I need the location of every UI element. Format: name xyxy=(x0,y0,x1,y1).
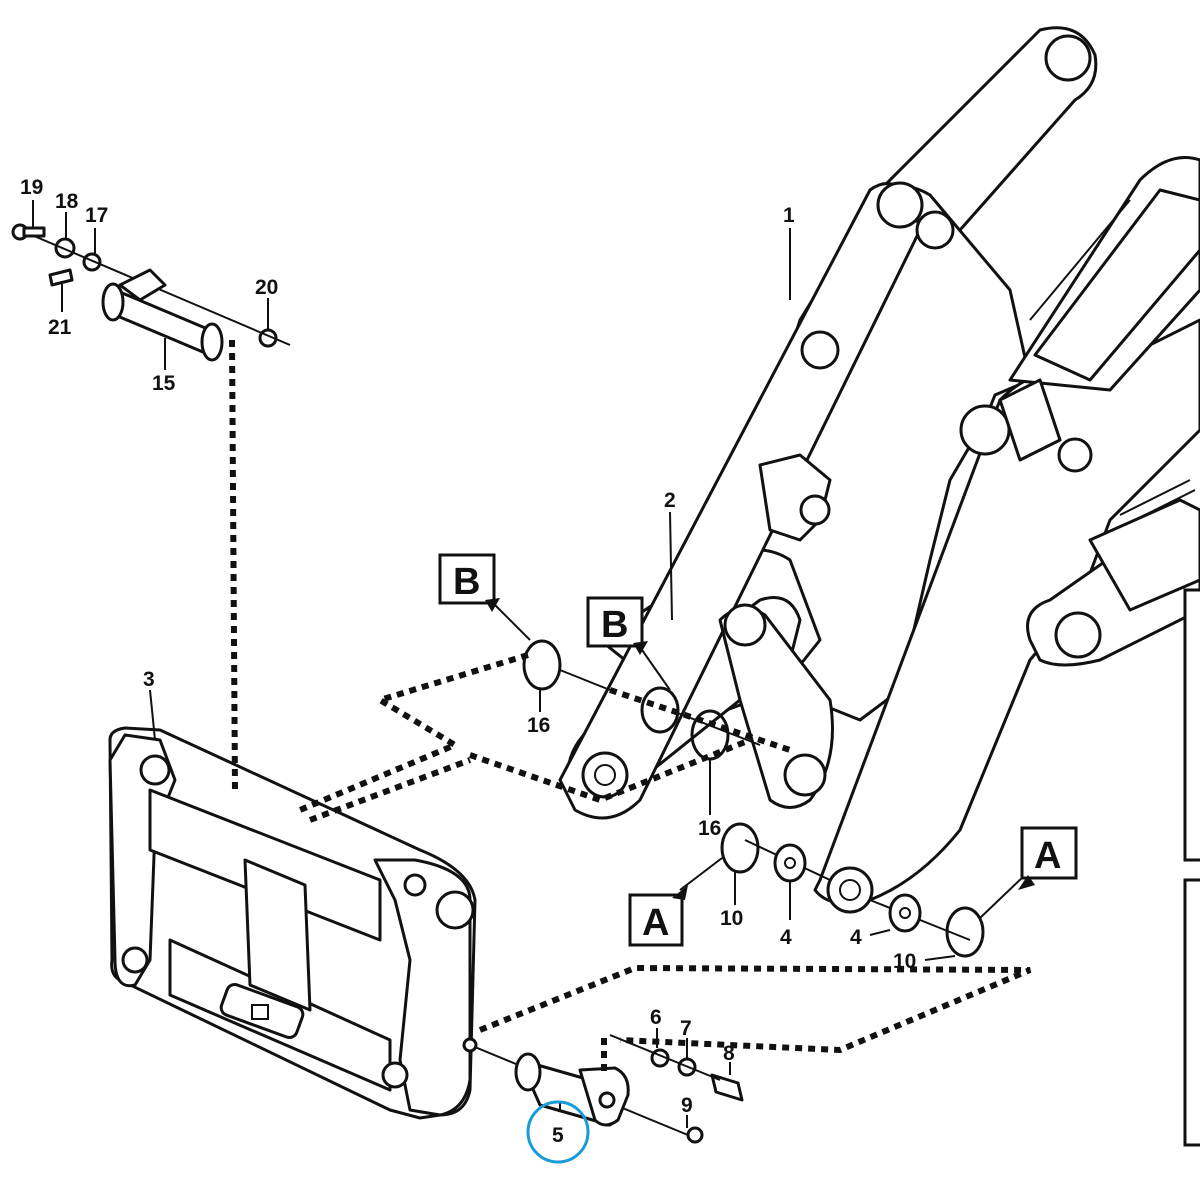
washers xyxy=(522,639,985,961)
callout-4-left: 4 xyxy=(780,926,792,949)
marker-b-left: B xyxy=(453,561,480,603)
callout-10-left: 10 xyxy=(720,907,743,930)
callout-labels: 1 2 3 4 4 5 6 7 8 9 10 10 15 16 16 17 18… xyxy=(20,176,916,1147)
assembly-dashed-lines xyxy=(229,339,1032,1054)
marker-b-right: B xyxy=(601,604,628,646)
marker-b-left-box xyxy=(438,553,496,605)
callout-10-right: 10 xyxy=(893,950,916,973)
callout-20: 20 xyxy=(255,276,278,299)
lift-arm-assembly xyxy=(558,26,1200,1147)
callout-7: 7 xyxy=(680,1017,692,1040)
callout-15: 15 xyxy=(152,372,176,395)
callout-5: 5 xyxy=(552,1124,564,1147)
callout-2: 2 xyxy=(664,489,676,512)
leader-lines xyxy=(149,228,1026,919)
callout-17: 17 xyxy=(85,204,108,227)
marker-a-right-box xyxy=(1020,826,1078,880)
marker-b-right-box xyxy=(586,596,644,648)
callout-16-upper: 16 xyxy=(527,714,550,737)
callout-3: 3 xyxy=(143,668,155,691)
upper-pin-group xyxy=(11,200,291,370)
callout-1: 1 xyxy=(783,204,795,227)
quick-coupler-frame xyxy=(108,726,477,1120)
highlight-circle-part-5 xyxy=(526,1100,590,1164)
callout-6: 6 xyxy=(650,1006,662,1029)
callout-4-right: 4 xyxy=(850,926,862,949)
lower-pin-group xyxy=(462,1028,744,1144)
callout-21: 21 xyxy=(48,316,72,339)
marker-a-left: A xyxy=(642,902,669,944)
callout-8: 8 xyxy=(723,1042,735,1065)
callout-16-lower: 16 xyxy=(698,817,721,840)
marker-a-left-box xyxy=(628,893,684,947)
detail-markers: B B A A xyxy=(438,553,1078,947)
marker-a-right: A xyxy=(1034,835,1061,877)
callout-18: 18 xyxy=(55,190,79,213)
callout-19: 19 xyxy=(20,176,43,199)
callout-9: 9 xyxy=(681,1094,693,1117)
